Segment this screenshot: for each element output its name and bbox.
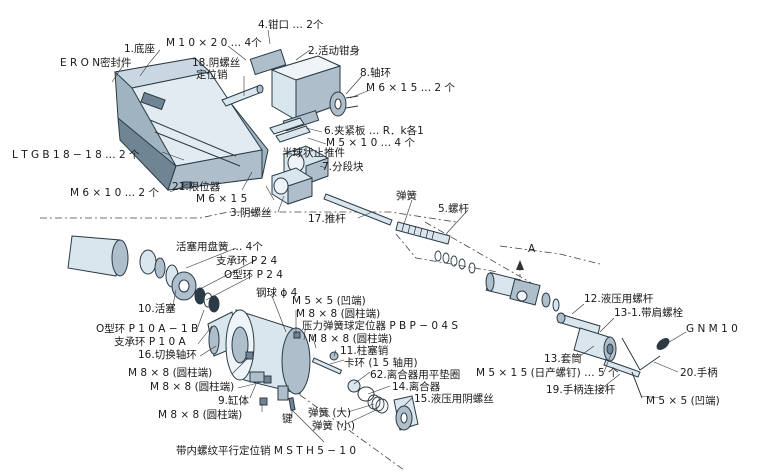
label-piston-bolt: 活塞用盘簧 … 4个 bbox=[176, 240, 263, 253]
label-steel-ball: 钢球 ϕ 4 bbox=[256, 286, 298, 299]
label-m8x8-2: M 8 × 8 (圆柱端) bbox=[150, 380, 234, 393]
label-m6x10-2: M 6 × 1 0 … 2 个 bbox=[70, 187, 159, 199]
label-spring-small: 弹簧 (小) bbox=[312, 419, 355, 432]
label-pressure-spring: 压力弹簧球定位器 P B P − 0 4 S bbox=[302, 319, 458, 332]
label-cylinder: 9.缸体 bbox=[218, 394, 250, 407]
label-female-screw: 3.阴螺丝 bbox=[230, 207, 272, 219]
locating-pin bbox=[221, 84, 264, 107]
label-key: 键 bbox=[282, 412, 293, 425]
label-m5x15-jp: M 5 × 1 5 (日产螺钉) … 5 个 bbox=[476, 366, 619, 379]
label-jaw-mouth: 4.钳口 … 2个 bbox=[258, 18, 324, 31]
label-base: 1.底座 bbox=[124, 42, 155, 55]
piston-parts bbox=[139, 249, 220, 313]
label-support-ring-p24: 支承环 P 2 4 bbox=[216, 255, 278, 267]
label-m8x8-3: M 8 × 8 (圆柱端) bbox=[158, 408, 242, 421]
label-m8x8-1: M 8 × 8 (圆柱端) bbox=[128, 366, 212, 379]
clamp-plate bbox=[269, 117, 311, 143]
label-moving-jaw: 2.活动钳身 bbox=[308, 44, 360, 57]
label-locating-pin: 定位销 bbox=[196, 68, 228, 81]
label-gnm10: G N M 1 0 bbox=[686, 323, 738, 335]
base-body bbox=[113, 57, 269, 191]
label-m8x8-5: M 8 × 8 (圆柱端) bbox=[308, 332, 392, 345]
spring-coils-mid bbox=[434, 250, 476, 274]
label-m6x15-2: M 6 × 1 5 … 2 个 bbox=[366, 82, 455, 94]
leader-lines bbox=[111, 29, 687, 443]
label-clutch: 14.离合器 bbox=[392, 380, 441, 393]
label-female-pin: 18.阴螺丝 bbox=[192, 57, 240, 69]
label-shaft-ring: 8.轴环 bbox=[360, 66, 391, 79]
label-snap-ring: 卡环 (1 5 轴用) bbox=[344, 356, 418, 369]
label-detail-a: A bbox=[528, 243, 536, 255]
label-switch-shaft: 16.切换轴环 bbox=[138, 348, 197, 361]
hydraulic-screw bbox=[556, 312, 601, 335]
label-half-ball-pusher: 半球状止推件 bbox=[282, 146, 345, 159]
label-stopper: 21.限位器 bbox=[172, 180, 221, 193]
label-msth: 带内螺纹平行定位销 M S T H 5 − 1 0 bbox=[176, 444, 356, 457]
detail-a-assembly bbox=[485, 272, 560, 312]
label-handle: 20.手柄 bbox=[680, 366, 718, 379]
cylinder bbox=[225, 309, 311, 401]
label-hinge-bolt: 13-1.带肩螺栓 bbox=[614, 306, 684, 319]
shaft-ring bbox=[329, 91, 359, 117]
cylinder-screws bbox=[245, 331, 301, 406]
label-piston: 10.活塞 bbox=[138, 302, 176, 315]
label-column-cap: 11.柱塞销 bbox=[340, 344, 388, 357]
screw-rod bbox=[395, 221, 451, 245]
label-step-block: 7.分段块 bbox=[322, 160, 364, 173]
label-ltgb: L T G B 1 8 − 1 8 … 2 个 bbox=[12, 149, 140, 161]
label-oring-p24: O型环 P 2 4 bbox=[224, 268, 283, 281]
label-support-ring-p10a: 支承环 P 1 0 A bbox=[114, 336, 187, 348]
center-lines bbox=[40, 211, 601, 471]
label-m6x15: M 6 × 1 5 bbox=[196, 193, 247, 205]
female-screw-block bbox=[271, 167, 313, 205]
label-handle-link: 19.手柄连接杆 bbox=[546, 383, 616, 396]
label-m10x20: M 1 0 × 2 0 … 4个 bbox=[166, 37, 262, 49]
label-sleeve: 13.套筒 bbox=[544, 352, 582, 365]
label-m5x5-bottom: M 5 × 5 (凹端) bbox=[646, 394, 720, 407]
label-m5x5-top: M 5 × 5 (凹端) bbox=[292, 294, 366, 307]
label-spring-big: 弹簧 (大) bbox=[308, 406, 351, 419]
labels: 1.底座 E R O N密封件 M 1 0 × 2 0 … 4个 4.钳口 … … bbox=[12, 18, 738, 457]
label-push-rod: 17.推杆 bbox=[308, 212, 346, 225]
label-clamp-plate: 6.夹紧板 … R．k各1 bbox=[324, 124, 424, 137]
label-clutch-nut: 15.液压用阴螺丝 bbox=[414, 392, 494, 405]
handle-assembly bbox=[603, 337, 670, 399]
long-shaft bbox=[67, 235, 129, 277]
label-oring-p10a: O型环 P 1 0 A − 1 B bbox=[96, 322, 198, 335]
label-hyd-screw: 12.液压用螺杆 bbox=[584, 292, 654, 305]
label-eron-seal: E R O N密封件 bbox=[60, 56, 132, 69]
moving-jaw bbox=[249, 48, 342, 132]
label-screw-rod: 5.螺杆 bbox=[438, 202, 470, 215]
label-spring-top: 弹簧 bbox=[396, 189, 417, 202]
label-m5x10-4: M 5 × 1 0 … 4 个 bbox=[326, 137, 415, 149]
label-m8x8-4: M 8 × 8 (圆柱端) bbox=[296, 307, 380, 320]
label-clutch-shim: 62.离合器用平垫圈 bbox=[370, 368, 460, 381]
push-rod bbox=[323, 193, 393, 226]
